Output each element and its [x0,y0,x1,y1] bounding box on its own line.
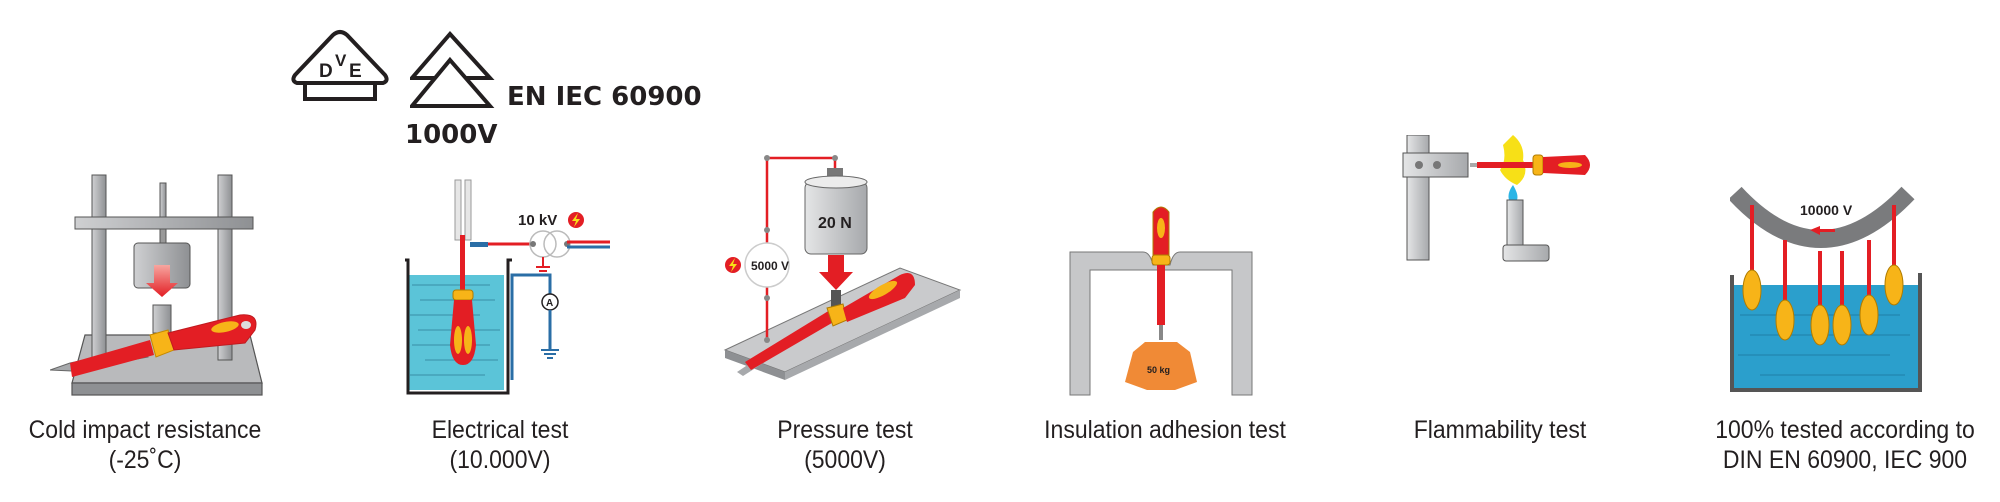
svg-text:A: A [546,298,553,309]
immersion-chain-icon: 10000 V [1728,186,1922,392]
electrical-test-caption: Electrical test (10.000V) [362,415,638,475]
caption-line2: (5000V) [804,446,886,474]
caption-line1: Cold impact resistance [28,416,262,444]
arrow-left-icon [1810,226,1835,235]
caption-line2: DIN EN 60900, IEC 900 [1722,446,1968,474]
caption-line2: (10.000V) [449,446,551,474]
adhesion-stand-icon: 50 kg [1069,206,1253,396]
voltage-rating-label: 1000V [405,120,498,150]
chain-voltage-label: 10000 V [1800,202,1853,218]
vde-letter-v: V [335,51,347,70]
force-label: 20 N [818,215,852,232]
insulation-adhesion-illustration: 50 kg [1065,200,1265,400]
caption-line1: Insulation adhesion test [1044,416,1286,444]
impact-press-icon [49,174,263,396]
weight-label: 50 kg [1147,365,1170,375]
pressure-press-icon: 5000 V 20 N [723,155,962,380]
caption-line1: Pressure test [777,416,913,444]
flammability-illustration [1395,134,1625,265]
cold-impact-caption: Cold impact resistance (-25˚C) [12,415,279,475]
cold-impact-illustration [49,165,280,400]
full-test-caption: 100% tested according to DIN EN 60900, I… [1702,415,1987,475]
double-triangle-icon [410,30,495,108]
bunsen-burner-icon [1402,134,1590,262]
pressure-voltage-label: 5000 V [751,259,789,273]
electrical-tank-icon: A 10 kV [405,179,610,395]
flammability-caption: Flammability test [1380,415,1619,445]
caption-line2: (-25˚C) [108,446,182,474]
standard-label: EN IEC 60900 [507,82,702,112]
electrical-test-illustration: A 10 kV [400,175,620,400]
full-test-illustration: 10000 V [1728,185,1970,400]
vde-letter-e: E [349,61,362,82]
pressure-test-caption: Pressure test (5000V) [712,415,979,475]
screwdrivers-group [1742,205,1904,346]
certification-marks: D V E [285,25,705,155]
electrical-voltage-label: 10 kV [518,212,557,229]
caption-line1: 100% tested according to [1715,416,1975,444]
vde-letter-d: D [319,61,333,82]
caption-line1: Flammability test [1413,416,1587,444]
insulation-adhesion-caption: Insulation adhesion test [1022,415,1307,445]
vde-logo-icon: D V E [291,30,389,101]
pressure-test-illustration: 5000 V 20 N [715,150,975,390]
caption-line1: Electrical test [431,416,569,444]
